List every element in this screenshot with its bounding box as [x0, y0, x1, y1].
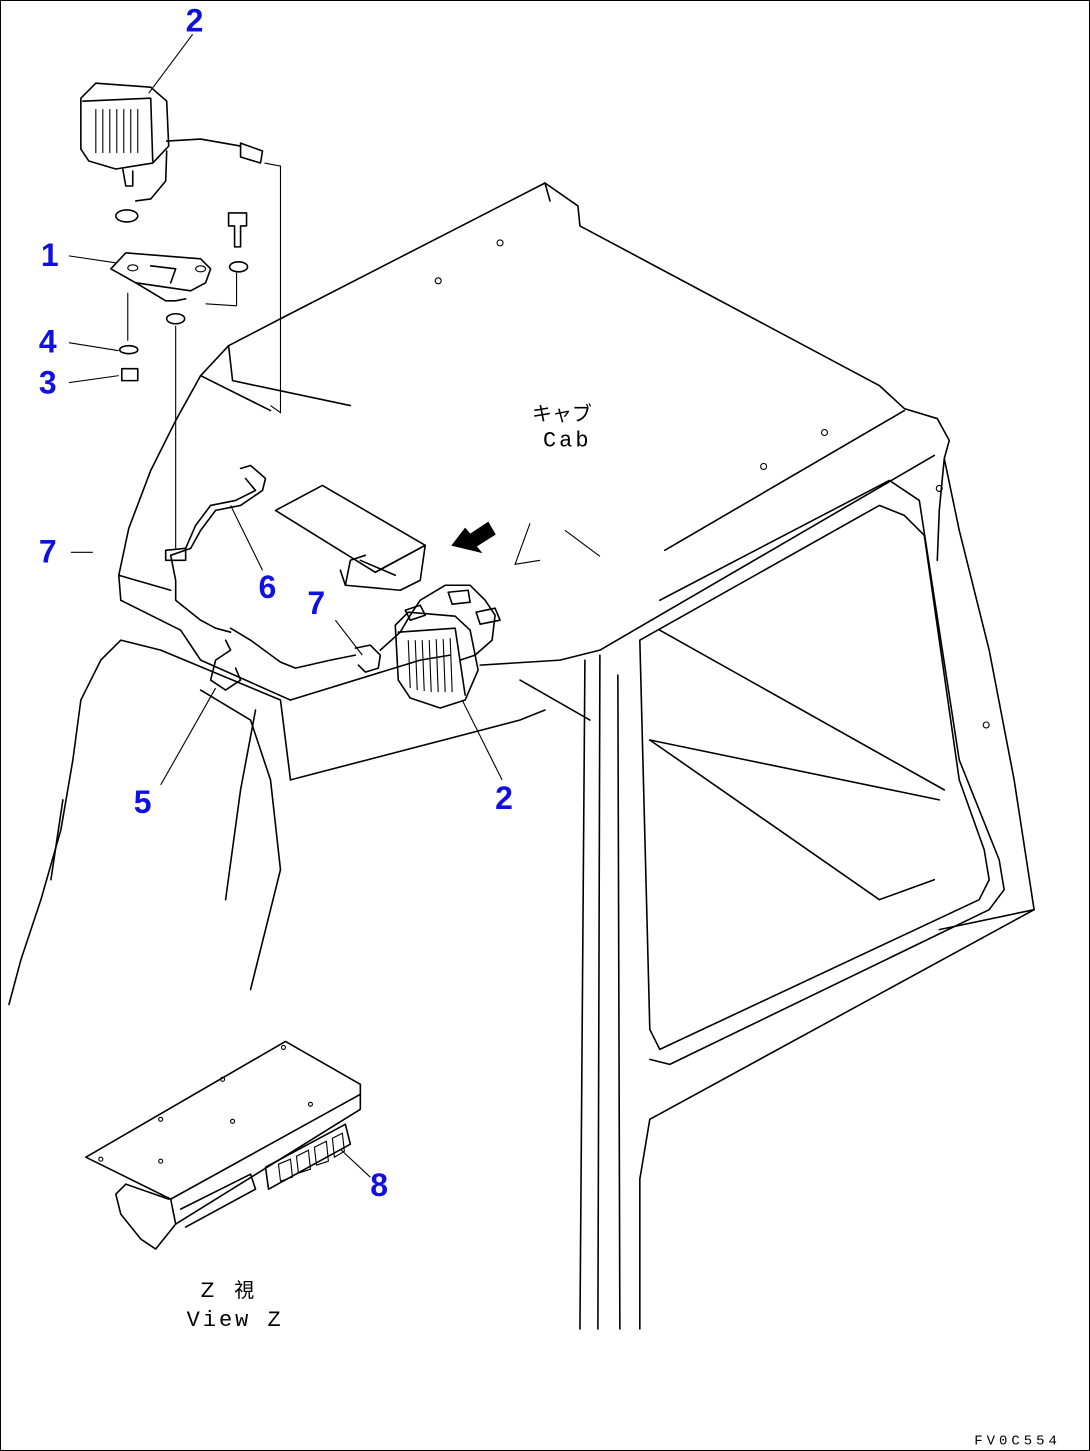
callout-nut: 3: [39, 365, 57, 401]
diagram-text: キャブ Cab Z 視 View Z FV0C554: [187, 402, 1061, 1450]
roof-controller-box: [274, 484, 427, 592]
callout-clamp-left: 7: [39, 533, 57, 569]
cab-label-jp: キャブ: [532, 402, 592, 426]
callout-lamp-top: 2: [186, 2, 204, 38]
callout-switch: 8: [370, 1167, 388, 1203]
bracket-assembly: [109, 209, 249, 549]
work-lamp-top: [80, 82, 282, 414]
leader-lines: [68, 33, 503, 1178]
cab-label-en: Cab: [543, 429, 591, 454]
drawing-code: FV0C554: [974, 1434, 1061, 1450]
callout-harness: 6: [259, 569, 277, 605]
callout-clamp-right: 7: [307, 585, 325, 621]
callout-labels: 2 1 4 3 7 6 7 5 2 8: [39, 2, 513, 1203]
work-lamp-right: [394, 611, 479, 709]
cab-outline: [8, 182, 1035, 1330]
view-label-jp: Z 視: [201, 1278, 255, 1302]
wiring-harness: [164, 464, 501, 691]
callout-bracket: 1: [41, 237, 59, 273]
callout-lamp-right: 2: [495, 780, 513, 816]
callout-connector: 5: [134, 784, 152, 820]
switch-panel-view: [85, 1040, 362, 1250]
view-label-en: View Z: [187, 1308, 284, 1333]
callout-washer: 4: [39, 324, 57, 360]
view-z-arrow: [451, 521, 601, 565]
